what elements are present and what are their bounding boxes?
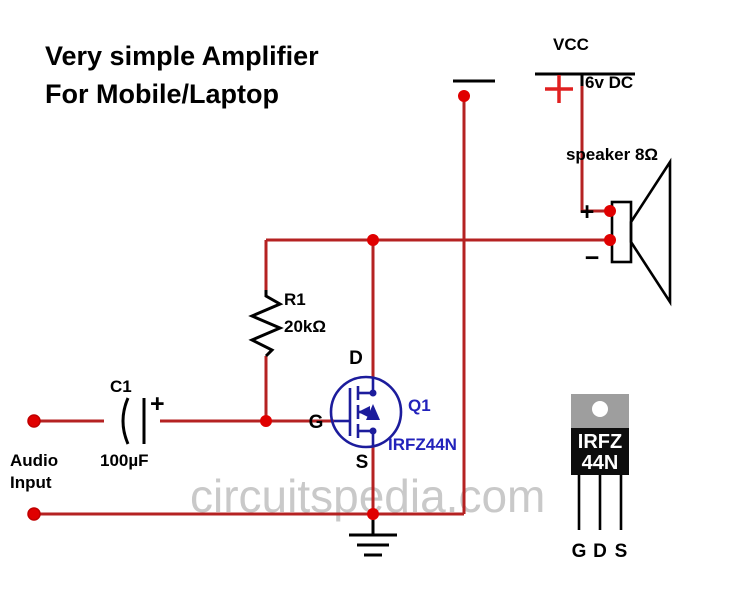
mosfet-q1-symbol: D G S Q1 IRFZ44N [309, 348, 457, 473]
irfz44n-package-illustration: IRFZ 44N G D S [571, 394, 629, 562]
capacitor-polarity-label: + [150, 390, 165, 418]
speaker-symbol: speaker 8Ω + − [566, 145, 672, 307]
mosfet-envelope [329, 375, 403, 449]
mosfet-channel-arrow [358, 406, 370, 418]
audio-input-terminals: Audio Input [10, 414, 58, 521]
supply-plus-icon [545, 75, 573, 103]
speaker-plus-terminal-label: + [580, 198, 595, 226]
package-body [571, 428, 629, 475]
junction-source-ground [367, 508, 379, 520]
resistor-value-label: 20kΩ [284, 317, 326, 336]
dc-supply-symbol: VCC 6v DC [453, 35, 635, 103]
capacitor-value-label: 100µF [100, 451, 149, 470]
supply-voltage-label: 6v DC [585, 73, 633, 92]
junction-gate-node [260, 415, 272, 427]
mosfet-part-label: IRFZ44N [388, 435, 457, 454]
mosfet-drain-pin-label: D [349, 348, 363, 369]
speaker-cone [629, 157, 672, 307]
resistor-ref-label: R1 [284, 290, 306, 309]
wire-vcc-to-speaker-plus [580, 86, 610, 213]
junction-speaker-minus [604, 234, 616, 246]
mosfet-body-diode-arrow [366, 404, 380, 420]
package-name-line-2: 44N [582, 452, 619, 474]
capacitor-c1-symbol: C1 + 100µF [100, 377, 165, 470]
mosfet-source-pin-label: S [356, 452, 369, 473]
package-name-line-1: IRFZ [578, 431, 622, 453]
junction-nodes [260, 90, 616, 520]
resistor-zigzag [248, 290, 284, 358]
title-line-1: Very simple Amplifier [45, 41, 319, 71]
junction-supply-negative [458, 90, 470, 102]
capacitor-ref-label: C1 [110, 377, 132, 396]
mosfet-drain-dot [369, 389, 377, 397]
package-pin-label-1: D [593, 541, 607, 562]
package-pin-label-2: S [615, 541, 628, 562]
package-pin-label-0: G [572, 541, 587, 562]
capacitor-curved-plate [121, 397, 130, 445]
resistor-r1-symbol: R1 20kΩ [248, 290, 326, 358]
title-line-2: For Mobile/Laptop [45, 79, 279, 109]
speaker-label: speaker 8Ω [566, 145, 658, 164]
package-mounting-hole [592, 401, 608, 417]
mosfet-source-dot [369, 427, 377, 435]
speaker-minus-terminal-label: − [585, 244, 600, 272]
mosfet-gate-pin-label: G [309, 412, 324, 433]
junction-speaker-plus [604, 205, 616, 217]
audio-input-terminal-positive [27, 414, 41, 428]
supply-name-label: VCC [553, 35, 589, 54]
audio-input-terminal-negative [27, 507, 41, 521]
mosfet-ref-label: Q1 [408, 396, 431, 415]
audio-input-label-line-2: Input [10, 473, 52, 492]
audio-input-label-line-1: Audio [10, 451, 58, 470]
wiring-net [34, 86, 610, 516]
junction-drain-rail [367, 234, 379, 246]
